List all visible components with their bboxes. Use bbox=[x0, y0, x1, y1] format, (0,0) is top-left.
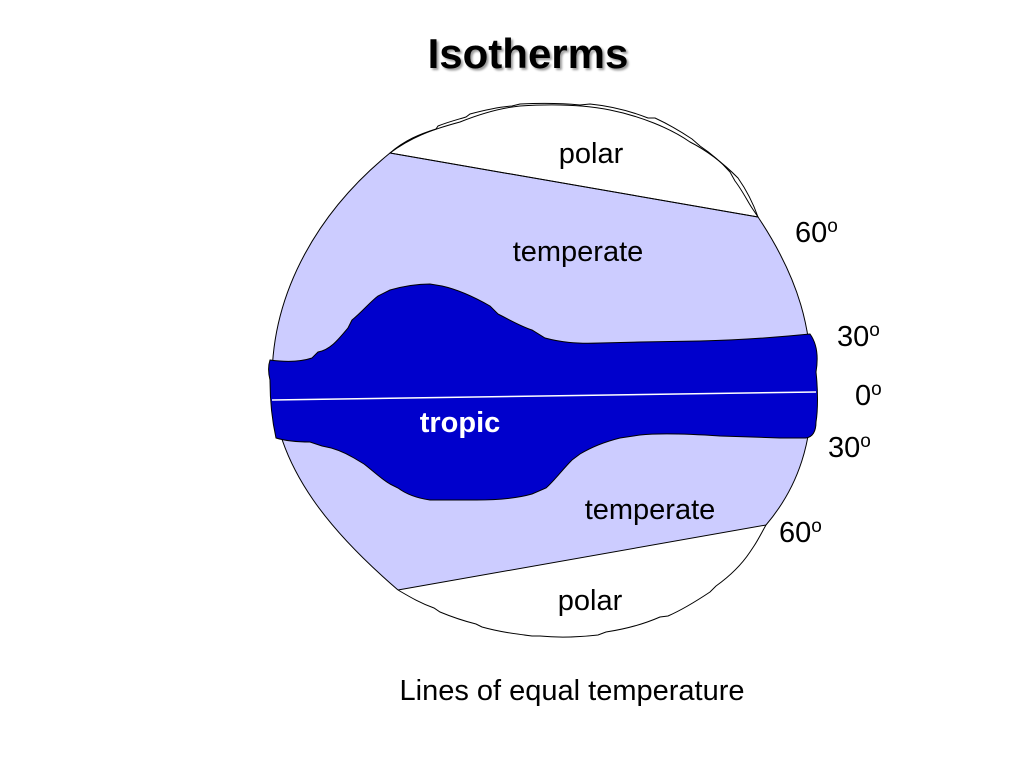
zone-label-polar-north: polar bbox=[559, 138, 624, 170]
isotherm-line-north-60 bbox=[389, 152, 759, 218]
latitude-label-north-30: 30o bbox=[837, 320, 880, 353]
polar-south-wavy-edge bbox=[397, 524, 767, 638]
latitude-value: 30 bbox=[837, 321, 869, 353]
latitude-value: 60 bbox=[795, 217, 827, 249]
latitude-value: 0 bbox=[855, 380, 871, 412]
degree-symbol: o bbox=[871, 379, 882, 400]
zone-label-temperate-south: temperate bbox=[585, 494, 716, 526]
diagram-caption: Lines of equal temperature bbox=[399, 675, 745, 707]
polar-north-wavy-edge bbox=[389, 102, 759, 218]
isotherm-line-south-60 bbox=[397, 524, 767, 591]
degree-symbol: o bbox=[869, 320, 880, 341]
zone-label-temperate-north: temperate bbox=[513, 236, 644, 268]
polar-zone-north bbox=[388, 104, 759, 218]
zone-label-tropic: tropic bbox=[420, 407, 501, 439]
tropic-zone-band bbox=[268, 283, 818, 501]
latitude-label-south-30: 30o bbox=[828, 431, 871, 464]
equator-line bbox=[271, 391, 817, 401]
latitude-label-equator: 0o bbox=[855, 379, 882, 412]
polar-zone-south bbox=[398, 525, 766, 638]
degree-symbol: o bbox=[860, 431, 871, 452]
latitude-value: 60 bbox=[779, 517, 811, 549]
diagram-title: Isotherms bbox=[427, 30, 629, 77]
latitude-value: 30 bbox=[828, 432, 860, 464]
latitude-label-north-60: 60o bbox=[795, 216, 838, 249]
degree-symbol: o bbox=[811, 516, 822, 537]
zone-label-polar-south: polar bbox=[558, 585, 623, 617]
latitude-label-south-60: 60o bbox=[779, 516, 822, 549]
degree-symbol: o bbox=[827, 216, 838, 237]
